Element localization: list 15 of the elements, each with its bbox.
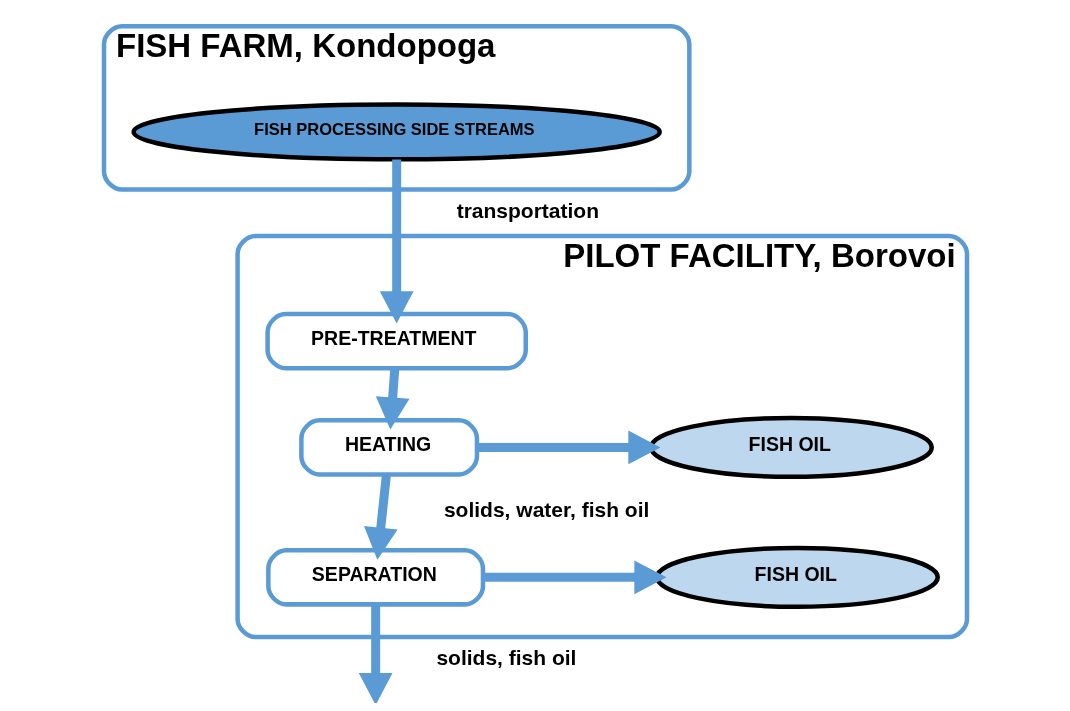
arrow bbox=[476, 430, 661, 465]
edge-label: transportation bbox=[456, 198, 599, 222]
arrow bbox=[375, 367, 410, 430]
node-box: HEATING bbox=[298, 418, 479, 477]
arrow bbox=[379, 159, 414, 324]
node-box: PRE-TREATMENT bbox=[264, 311, 528, 371]
edge-label: solids, water, fish oil bbox=[443, 498, 649, 522]
node-ellipse: FISH OIL bbox=[648, 415, 934, 480]
arrow bbox=[482, 560, 667, 595]
node-ellipse: FISH OIL bbox=[654, 545, 940, 610]
arrow bbox=[363, 474, 398, 560]
node-box: SEPARATION bbox=[265, 548, 485, 607]
arrow bbox=[358, 604, 393, 703]
node-ellipse: FISH PROCESSING SIDE STREAMS bbox=[130, 102, 662, 162]
edge-label: solids, fish oil bbox=[435, 646, 576, 670]
